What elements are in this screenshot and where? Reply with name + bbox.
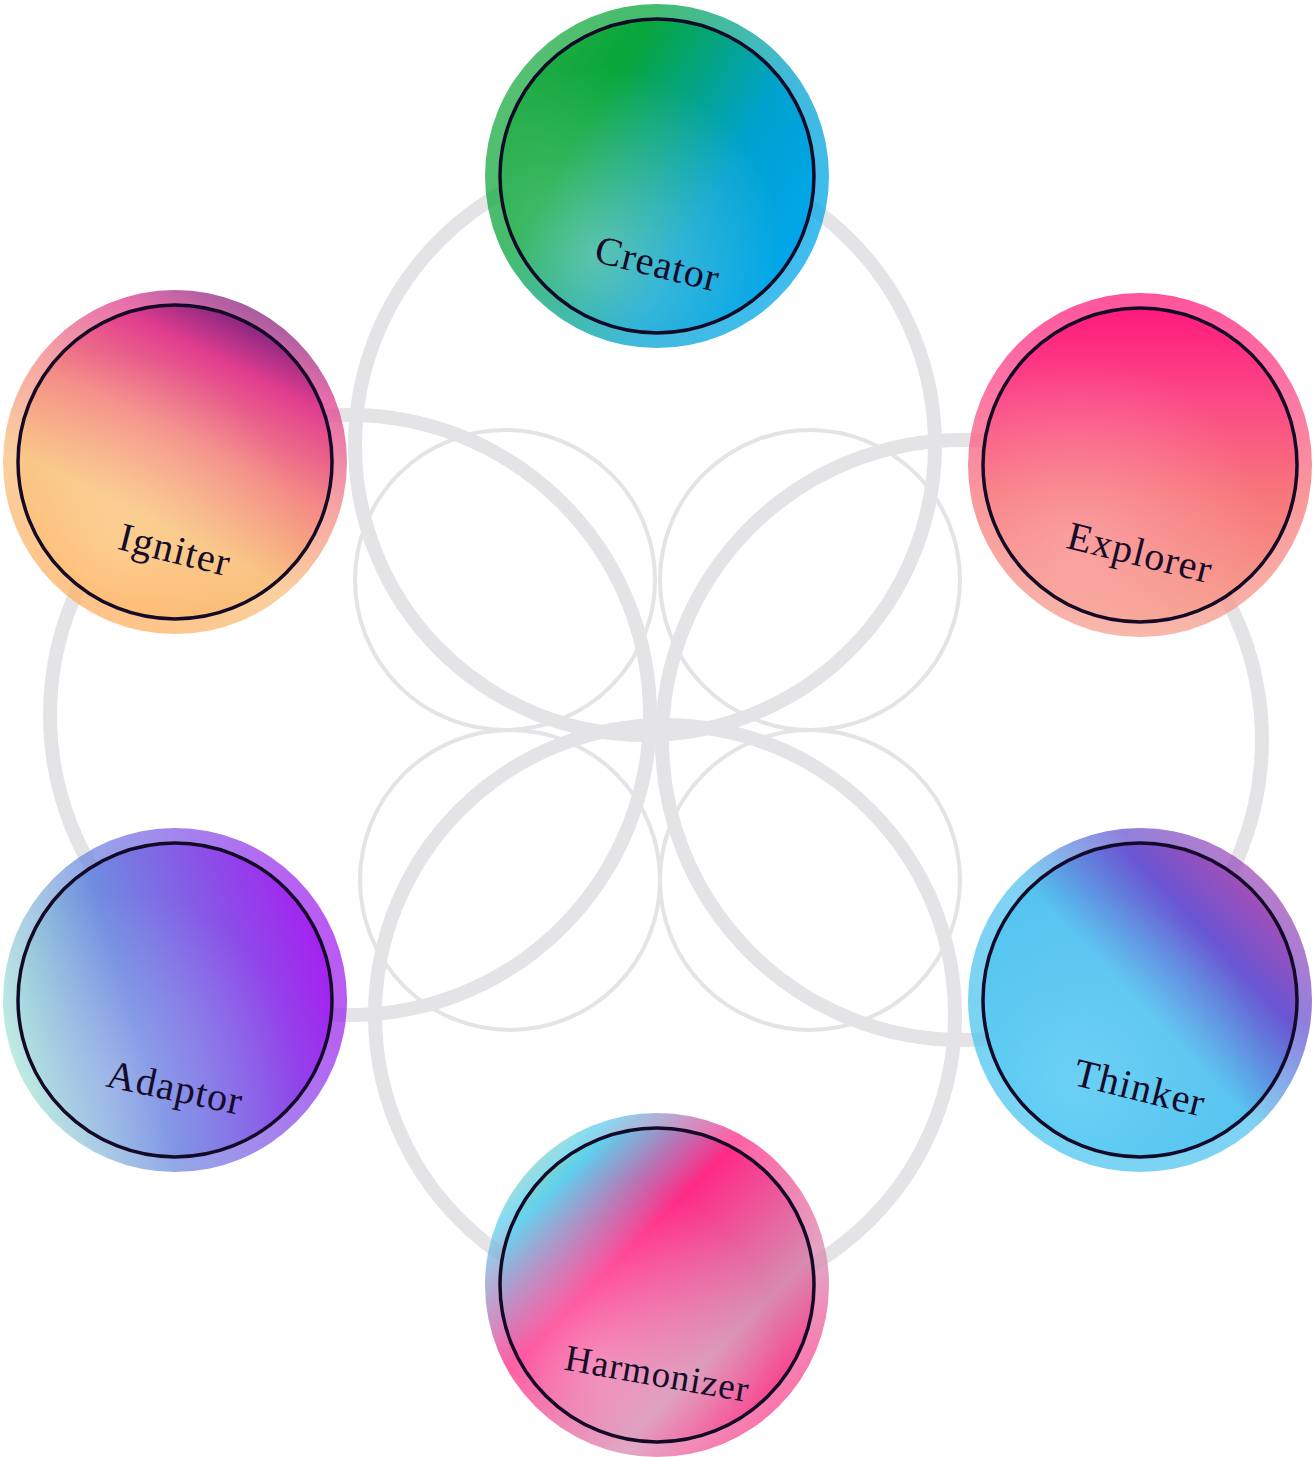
role-circle: Thinker [967, 827, 1313, 1173]
petal-ring [355, 430, 655, 730]
inner-disc [983, 308, 1297, 622]
inner-disc [983, 843, 1297, 1157]
inner-disc [18, 305, 332, 619]
outer-disc [3, 290, 347, 634]
inner-disc [500, 1128, 814, 1442]
inner-ring [983, 308, 1297, 622]
inner-ring [983, 843, 1297, 1157]
disc-sheen [983, 843, 1297, 1157]
inner-ring [18, 305, 332, 619]
disc-sheen [18, 843, 332, 1157]
disc-sheen [983, 308, 1297, 622]
petal-ring [660, 730, 960, 1030]
circle-shape [967, 827, 1313, 1173]
inner-disc [500, 19, 814, 333]
petal-ring [660, 430, 960, 730]
outer-disc [3, 828, 347, 1172]
petal-ring [360, 730, 660, 1030]
circle-shape [967, 292, 1313, 638]
role-circle: Explorer [967, 292, 1313, 638]
role-circle: Creator [484, 3, 830, 349]
role-circle: Harmonizer [484, 1112, 830, 1457]
circle-shape [2, 827, 348, 1173]
circle-shape [484, 3, 830, 349]
inner-ring [500, 1128, 814, 1442]
inner-ring [500, 19, 814, 333]
disc-sheen [500, 1128, 814, 1442]
role-circle: Igniter [2, 289, 348, 635]
role-circle: Adaptor [2, 827, 348, 1173]
outer-disc [968, 828, 1312, 1172]
outer-disc [968, 293, 1312, 637]
disc-sheen [500, 19, 814, 333]
outer-disc [485, 4, 829, 348]
disc-sheen [18, 305, 332, 619]
circle-shape [484, 1112, 830, 1457]
outer-disc [485, 1113, 829, 1457]
inner-disc [18, 843, 332, 1157]
circle-shape [2, 289, 348, 635]
inner-ring [18, 843, 332, 1157]
